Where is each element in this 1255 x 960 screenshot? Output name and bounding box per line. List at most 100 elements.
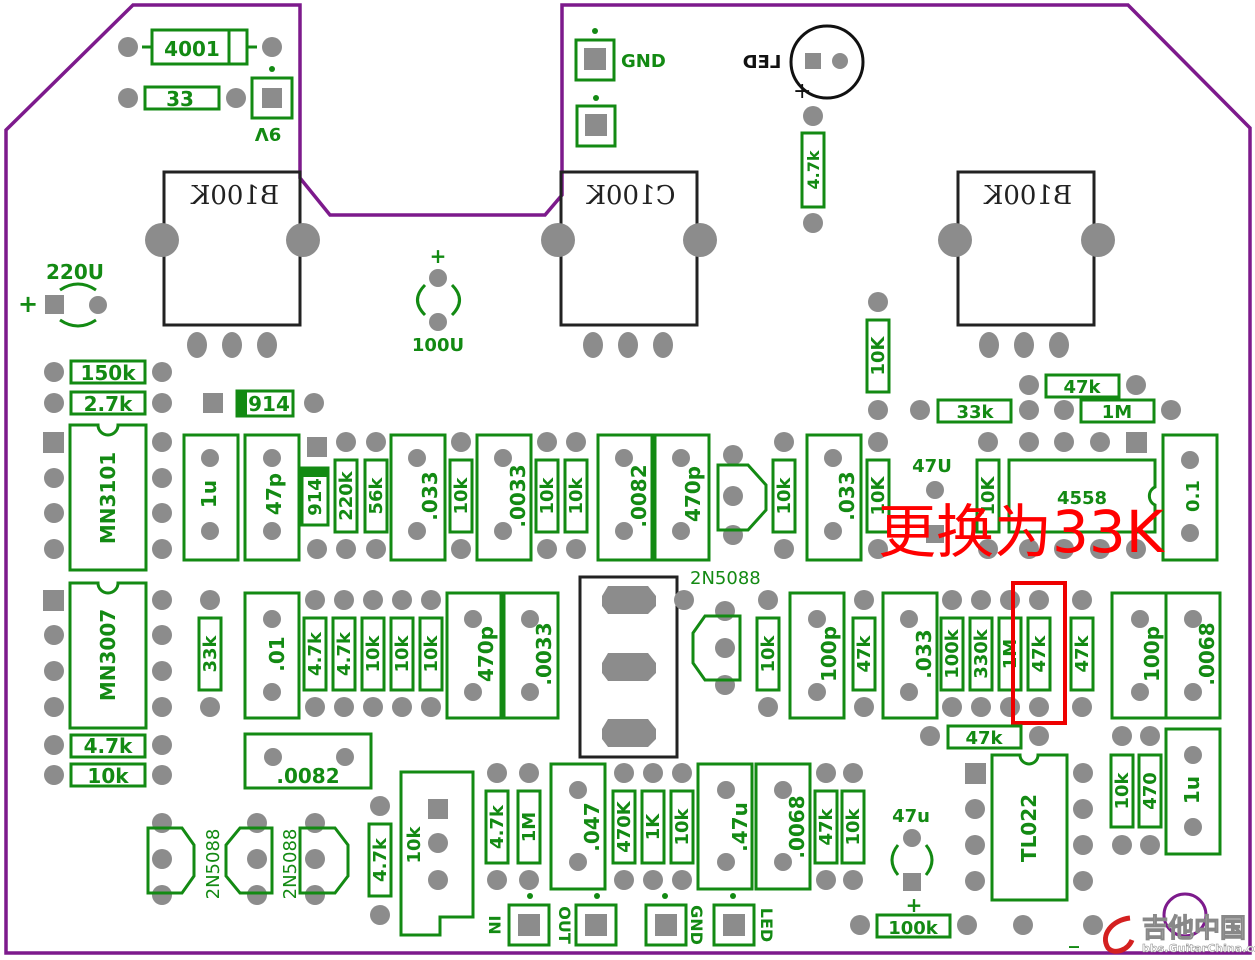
- cap-47u: 47u +: [890, 806, 934, 917]
- resistor-10k-g: 10k: [360, 590, 386, 717]
- resistor-33k-mid-label: 33k: [200, 634, 221, 672]
- resistor-4k7-a: 4.7k: [302, 590, 328, 717]
- resistor-10k-c-label: 10k: [566, 476, 587, 514]
- resistor-10k-d-label: 10k: [774, 476, 795, 514]
- cap-100p-a: 100p: [788, 591, 846, 720]
- resistor-330k: 330k: [968, 590, 994, 717]
- cap-0033-b-label: .0033: [532, 622, 556, 685]
- resistor-1K: 1K: [640, 763, 666, 890]
- resistor-220k-label: 220k: [336, 470, 357, 521]
- cap-0082-b: .0082: [243, 732, 373, 790]
- resistor-10k-g-label: 10k: [363, 634, 384, 672]
- resistor-47k-a-label: 47k: [854, 634, 875, 672]
- resistor-33-label: 33: [166, 87, 194, 111]
- diode-914-vertical: 914: [300, 437, 330, 559]
- transistor-q5: [298, 813, 350, 905]
- cap-47u-label: 47u: [892, 806, 930, 827]
- transistor-q4: [224, 813, 274, 905]
- cap-0068-b-label: .0068: [785, 795, 809, 858]
- cap-0082-a: .0082: [596, 433, 654, 562]
- resistor-1M-a: 1M: [997, 590, 1023, 717]
- resistor-10k-m-label: 10k: [843, 807, 864, 845]
- ic-4558-label: 4558: [1057, 488, 1107, 509]
- resistor-10K-top-label: 10K: [868, 335, 889, 375]
- cap-47p-label: 47p: [262, 473, 286, 515]
- resistor-10k-j-label: 10k: [758, 634, 779, 672]
- ic-mn3007-label: MN3007: [96, 609, 120, 701]
- cap-0068-a: .0068: [1164, 591, 1222, 720]
- cap-100p-a-label: 100p: [817, 626, 841, 682]
- resistor-4k7-e: 4.7k: [484, 763, 510, 890]
- cap-47p: 47p: [243, 433, 301, 562]
- cap-01-right-label: 0.1: [1183, 480, 1204, 512]
- cap-033-a: .033: [389, 433, 447, 562]
- resistor-33: 33: [118, 85, 246, 111]
- diode-914-horizontal: 914: [203, 389, 324, 418]
- resistor-47k-d-label: 47k: [816, 807, 837, 845]
- cap-01-label: .01: [265, 636, 289, 671]
- resistor-220k: 220k: [333, 432, 359, 559]
- connector-gnd-label: GND: [687, 905, 706, 945]
- resistor-100k: 100k: [939, 590, 965, 717]
- gnd-top-connector: GND: [574, 28, 666, 82]
- resistor-1M-top: 1M: [1054, 398, 1181, 424]
- pot-mid-label: C100K: [586, 181, 676, 211]
- cap-0068-a-label: .0068: [1195, 622, 1219, 685]
- cap-033-b-label: .033: [835, 471, 859, 520]
- resistor-4k7-d: 4.7k: [367, 796, 393, 925]
- resistor-100k-b-label: 100k: [888, 918, 939, 939]
- cap-470p-b-label: 470p: [474, 626, 498, 682]
- resistor-2k7-label: 2.7k: [84, 392, 133, 416]
- pot-right-label: B100K: [983, 181, 1072, 211]
- cap-0033-b: .0033: [502, 591, 560, 720]
- cap-220u: 220U +: [18, 260, 107, 328]
- resistor-4k7-e-label: 4.7k: [487, 804, 508, 849]
- resistor-47k-a: 47k: [851, 590, 877, 717]
- resistor-33k-mid: 33k: [197, 590, 223, 717]
- jfet-label-a: 2N5088: [690, 568, 761, 589]
- connector-top-2: [575, 95, 617, 148]
- connector-led-label: LED: [757, 908, 776, 942]
- resistor-47k-c-label: 47k: [965, 728, 1003, 749]
- resistor-470: 470: [1137, 726, 1163, 855]
- ic-mn3101: MN3101: [43, 423, 172, 572]
- cap-47u-film: .47u: [696, 762, 754, 891]
- resistor-33k-top-label: 33k: [956, 402, 994, 423]
- mounting-hole: [1162, 892, 1208, 938]
- resistor-1M-b-label: 1M: [519, 812, 540, 842]
- resistor-1K-label: 1K: [643, 813, 664, 841]
- resistor-10k-n: 10k: [1109, 726, 1135, 855]
- resistor-47k-top-label: 47k: [1063, 377, 1101, 398]
- resistor-4k7-led: 4.7k: [800, 106, 826, 233]
- cap-47u-film-label: .47u: [728, 802, 752, 852]
- cap-0033-a: .0033: [475, 433, 533, 562]
- watermark-url: bbs.GuitarChina.com: [1142, 942, 1255, 955]
- resistor-4k7-d-label: 4.7k: [370, 837, 391, 882]
- connector-gnd: GND: [644, 893, 706, 947]
- transistor-q1: [716, 445, 768, 545]
- resistor-47k-b-label: 47k: [1072, 634, 1093, 672]
- diode-4001-label: 4001: [164, 37, 220, 61]
- cap-033-b: .033: [805, 433, 863, 562]
- resistor-10k-i: 10k: [418, 590, 444, 717]
- resistor-4k7-b: 4.7k: [331, 590, 357, 717]
- cap-470p-a-label: 470p: [681, 466, 705, 522]
- cap-047: .047: [549, 762, 607, 891]
- bbd-module: [578, 575, 694, 759]
- connector-out-label: OUT: [555, 906, 574, 944]
- watermark: 吉他中国 bbs.GuitarChina.com: [1103, 914, 1255, 955]
- resistor-10K-f: 10K: [975, 432, 1001, 559]
- cap-220u-label: 220U: [46, 260, 104, 284]
- resistor-4k7-c-label: 4.7k: [84, 734, 133, 758]
- resistor-10k-i-label: 10k: [421, 634, 442, 672]
- resistor-10k-b: 10k: [534, 432, 560, 559]
- cap-1u-b-label: 1u: [1180, 776, 1204, 804]
- resistor-10k-m: 10k: [840, 763, 866, 890]
- cap-033-a-label: .033: [418, 471, 442, 520]
- trimmer-10k: 10k: [399, 770, 475, 937]
- resistor-1M-b: 1M: [516, 763, 542, 890]
- power-9v-connector: 9V: [250, 66, 294, 144]
- resistor-10K-top: 10K: [865, 292, 891, 420]
- resistor-47k-c: 47k: [920, 724, 1049, 750]
- minus-sign: _: [1069, 924, 1079, 948]
